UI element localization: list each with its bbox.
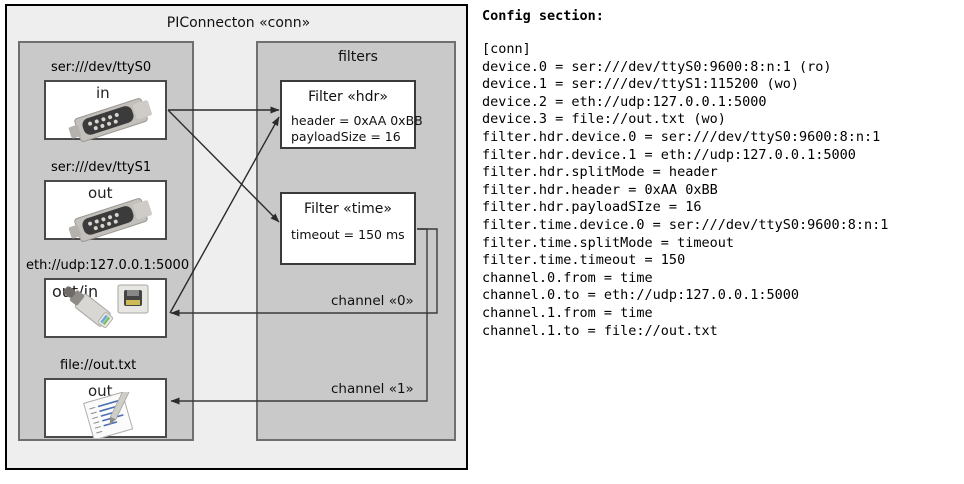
device-caption-ttyS1: ser:///dev/ttyS1 [51,160,152,175]
device-direction-ttyS1: out [88,184,113,202]
config-line: filter.time.timeout = 150 [482,252,686,269]
config-line: filter.hdr.device.1 = eth://udp:127.0.0.… [482,146,856,163]
config-line: filter.time.device.0 = ser:///dev/ttyS0:… [482,216,889,233]
filter-attr-timeout: timeout = 150 ms [291,227,405,242]
device-direction-ttyS0: in [96,84,110,102]
config-line: device.0 = ser:///dev/ttyS0:9600:8:n:1 (… [482,58,832,75]
filter-attr-header: header = 0xAA 0xBB [291,113,423,128]
filter-card-time[interactable]: Filter «time» timeout = 150 ms [280,192,416,265]
config-line: channel.0.to = eth://udp:127.0.0.1:5000 [482,287,799,304]
config-pane: Config section: [conn]device.0 = ser:///… [482,0,964,484]
config-line: channel.0.from = time [482,269,653,286]
device-card-ttyS0[interactable]: in [44,80,167,142]
package-title: PIConnecton «conn» [166,15,311,31]
device-direction-file: out [88,382,113,400]
channel-label-0: channel «0» [331,293,414,309]
device-card-ttyS1[interactable]: out [44,180,167,242]
filter-attr-payloadsize: payloadSize = 16 [291,129,401,144]
connection-diagram: PIConnecton «conn» ser:///dev/ttyS0 in [0,0,475,484]
device-card-eth[interactable]: out/in [44,278,167,338]
device-card-file[interactable]: out [44,378,167,438]
connector-lines [167,106,438,405]
config-line: filter.time.splitMode = timeout [482,234,734,251]
config-line: channel.1.from = time [482,304,653,321]
device-caption-ttyS0: ser:///dev/ttyS0 [51,60,152,75]
config-line: [conn] [482,41,531,57]
device-caption-eth: eth://udp:127.0.0.1:5000 [26,258,190,273]
config-line: filter.hdr.header = 0xAA 0xBB [482,181,718,198]
config-heading: Config section: [482,8,604,24]
filter-title-time: Filter «time» [304,201,392,217]
config-line: device.3 = file://out.txt (wo) [482,111,726,128]
config-line: filter.hdr.splitMode = header [482,164,718,181]
config-line: device.2 = eth://udp:127.0.0.1:5000 [482,93,767,110]
channel-label-1: channel «1» [331,381,414,397]
config-line: device.1 = ser:///dev/ttyS1:115200 (wo) [482,76,799,93]
config-line: filter.hdr.device.0 = ser:///dev/ttyS0:9… [482,128,881,145]
config-lines-list: [conn]device.0 = ser:///dev/ttyS0:9600:8… [482,41,888,340]
filter-card-hdr[interactable]: Filter «hdr» header = 0xAA 0xBB payloadS… [280,80,423,149]
config-line: filter.hdr.payloadSIze = 16 [482,199,702,216]
filter-title-hdr: Filter «hdr» [308,89,388,105]
config-line: channel.1.to = file://out.txt [482,322,718,339]
filters-panel-title: filters [338,49,378,65]
device-caption-file: file://out.txt [60,358,137,373]
